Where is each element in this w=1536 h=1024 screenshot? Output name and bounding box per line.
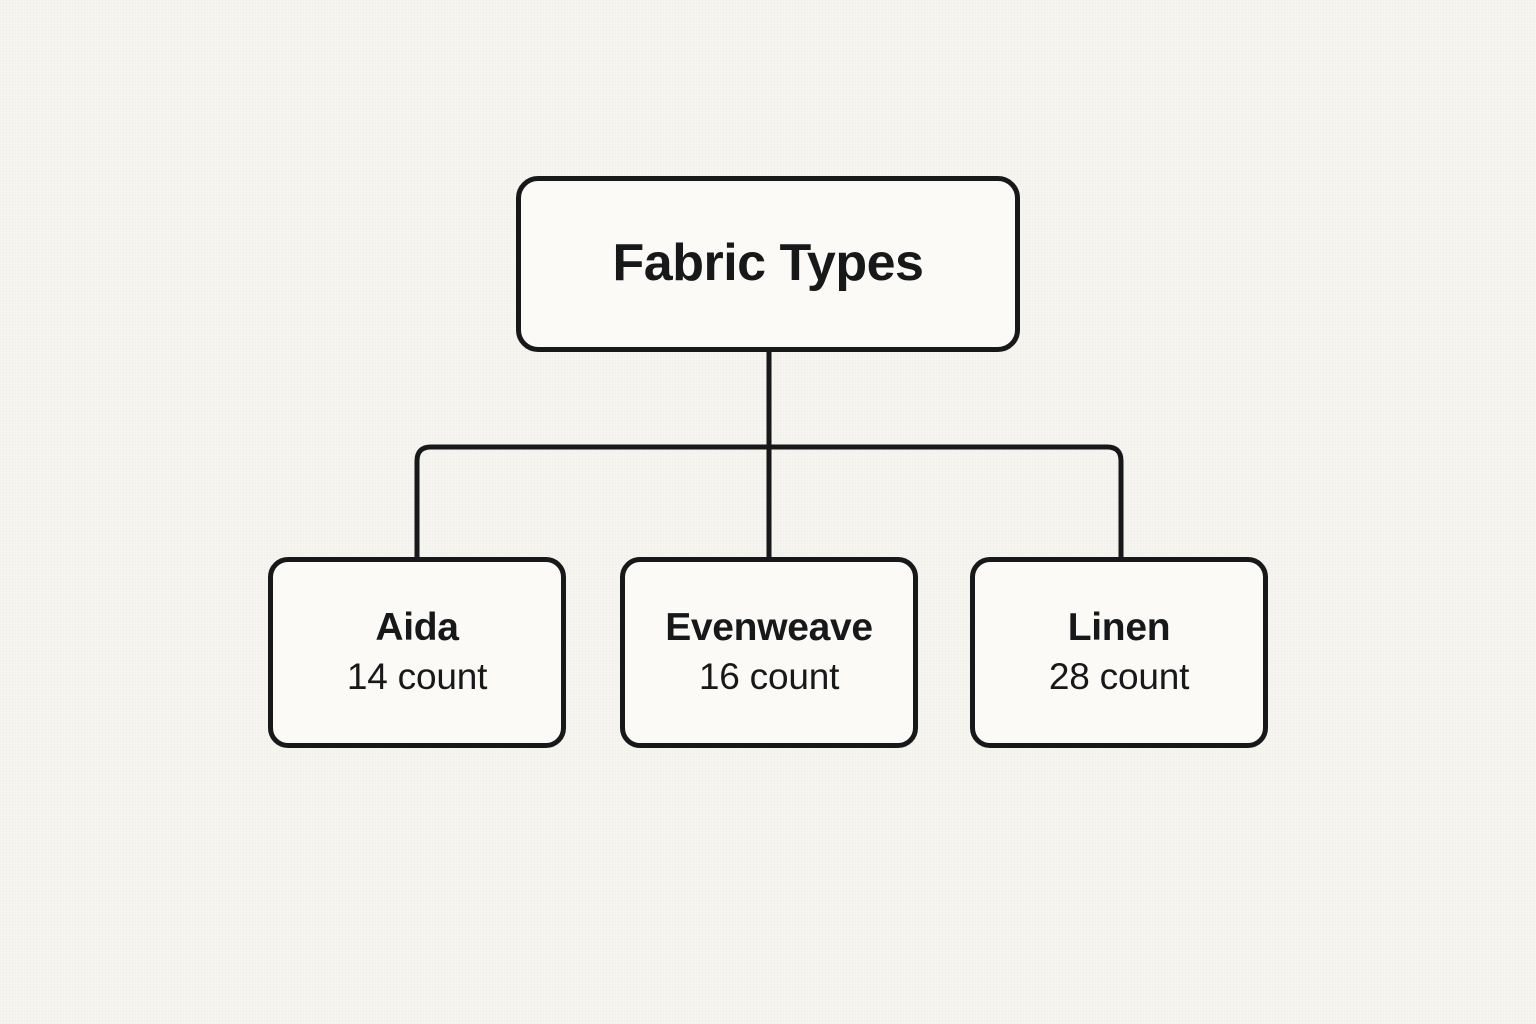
node-root-fabric-types[interactable]: Fabric Types [516,176,1020,352]
node-child-evenweave[interactable]: Evenweave 16 count [620,557,918,748]
node-child-detail: 14 count [346,656,488,698]
node-child-label: Aida [375,606,459,650]
node-root-label: Fabric Types [612,234,924,293]
node-child-aida[interactable]: Aida 14 count [268,557,566,748]
node-child-detail: 16 count [698,656,840,698]
node-child-label: Linen [1067,606,1171,650]
node-child-label: Evenweave [665,606,873,650]
node-child-linen[interactable]: Linen 28 count [970,557,1268,748]
connector-bus-left [414,444,769,559]
connector-bus-right [769,444,1124,559]
node-child-detail: 28 count [1048,656,1190,698]
